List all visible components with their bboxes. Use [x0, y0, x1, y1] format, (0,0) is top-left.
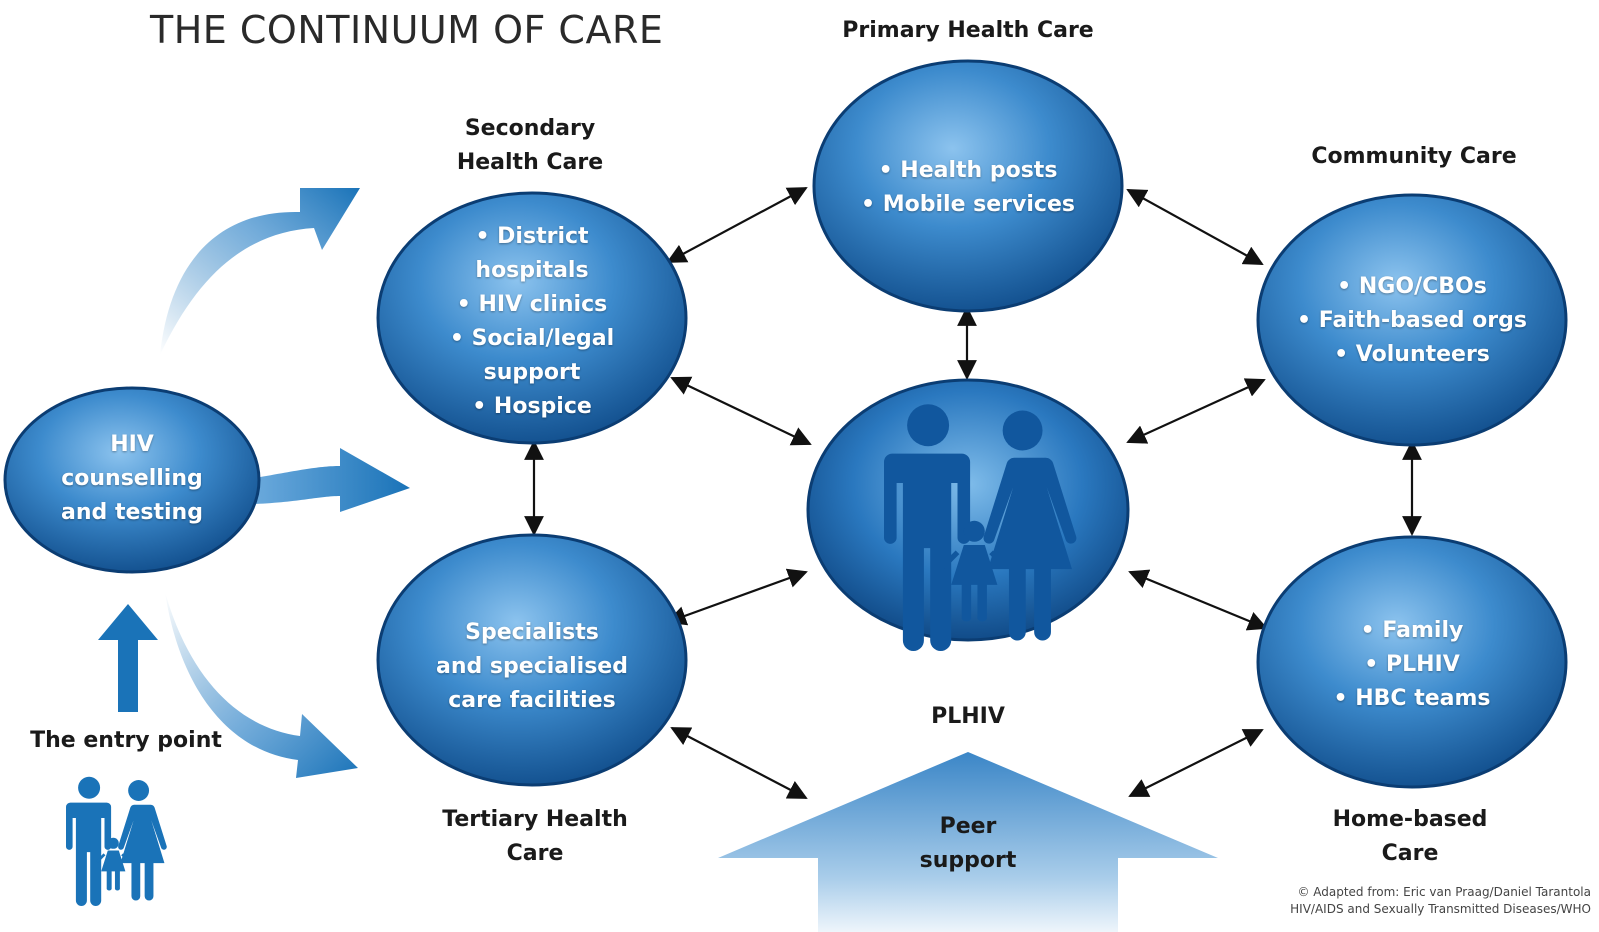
connector-center-home: [1128, 569, 1268, 631]
node-tertiary-line-1: Specialists: [465, 620, 599, 645]
node-hct-line-3: and testing: [61, 500, 203, 525]
label-primary: Primary Health Care: [842, 18, 1094, 43]
label-tertiary: Tertiary Health Care: [410, 803, 660, 871]
node-secondary-line-6: • Hospice: [472, 394, 592, 419]
credit-line-1: © Adapted from: Eric van Praag/Daniel Ta…: [1297, 885, 1591, 899]
connector-secondary-primary: [666, 187, 808, 263]
connector-secondary-center: [670, 376, 812, 446]
label-home-line-1: Home-based: [1332, 807, 1488, 832]
node-secondary-line-5: support: [483, 360, 581, 385]
connector-group: [524, 187, 1422, 799]
node-home-text: • Family • PLHIV • HBC teams: [1282, 614, 1542, 716]
node-home-line-2: • PLHIV: [1364, 652, 1460, 677]
node-home-line-3: • HBC teams: [1333, 686, 1491, 711]
label-center: PLHIV: [931, 704, 1005, 729]
node-secondary-line-2: hospitals: [475, 258, 589, 283]
node-secondary-text: • District hospitals • HIV clinics • Soc…: [402, 220, 662, 424]
node-secondary-line-1: • District: [475, 224, 589, 249]
label-home: Home-based Care: [1300, 803, 1520, 871]
node-tertiary-line-2: and specialised: [436, 654, 628, 679]
peer-support-arrow: [718, 752, 1218, 932]
node-home-line-1: • Family: [1360, 618, 1464, 643]
node-hct-text: HIV counselling and testing: [22, 428, 242, 530]
connector-tertiary-peer: [670, 727, 808, 799]
page-title: THE CONTINUUM OF CARE: [150, 8, 664, 52]
connector-peer-home: [1128, 729, 1264, 797]
label-secondary-line-2: Health Care: [456, 150, 604, 175]
connector-community-center: [1126, 378, 1266, 444]
label-secondary-line-1: Secondary: [464, 116, 596, 141]
connector-tertiary-center: [666, 568, 808, 626]
node-hct-line-2: counselling: [61, 466, 203, 491]
entry-up-arrow: [98, 604, 158, 712]
node-hct-line-1: HIV: [110, 432, 154, 457]
label-secondary: Secondary Health Care: [430, 112, 630, 180]
node-community-text: • NGO/CBOs • Faith-based orgs • Voluntee…: [1272, 270, 1552, 372]
node-secondary-line-4: • Social/legal: [449, 326, 615, 351]
connector-primary-community: [1126, 189, 1264, 265]
arrow-to-tertiary: [165, 592, 358, 778]
node-primary-line-2: • Mobile services: [861, 192, 1075, 217]
credit-line-2: HIV/AIDS and Sexually Transmitted Diseas…: [1290, 902, 1591, 916]
node-secondary-line-3: • HIV clinics: [456, 292, 608, 317]
label-entry-point: The entry point: [30, 728, 222, 753]
node-tertiary-line-3: care facilities: [448, 688, 616, 713]
peer-support-line-1: Peer: [939, 814, 997, 839]
node-community-line-1: • NGO/CBOs: [1337, 274, 1487, 299]
label-tertiary-line-2: Care: [506, 841, 564, 866]
entry-family-icon: [64, 775, 169, 908]
node-hct: [3, 386, 261, 574]
peer-support-line-2: support: [919, 848, 1017, 873]
node-tertiary: [376, 533, 688, 787]
node-secondary: [376, 191, 688, 445]
peer-support-text: Peer support: [870, 810, 1066, 878]
label-tertiary-line-1: Tertiary Health: [442, 807, 628, 832]
node-primary-line-1: • Health posts: [878, 158, 1058, 183]
node-tertiary-text: Specialists and specialised care facilit…: [402, 616, 662, 718]
node-primary: [812, 59, 1124, 313]
label-home-line-2: Care: [1381, 841, 1439, 866]
source-credit: © Adapted from: Eric van Praag/Daniel Ta…: [1290, 884, 1591, 918]
node-primary-text: • Health posts • Mobile services: [828, 154, 1108, 222]
node-community: [1256, 193, 1568, 447]
node-community-line-2: • Faith-based orgs: [1297, 308, 1527, 333]
node-home: [1256, 535, 1568, 789]
node-community-line-3: • Volunteers: [1334, 342, 1490, 367]
arrow-to-secondary: [160, 188, 360, 355]
label-community: Community Care: [1311, 144, 1517, 169]
arrow-to-center-path: [255, 448, 410, 512]
